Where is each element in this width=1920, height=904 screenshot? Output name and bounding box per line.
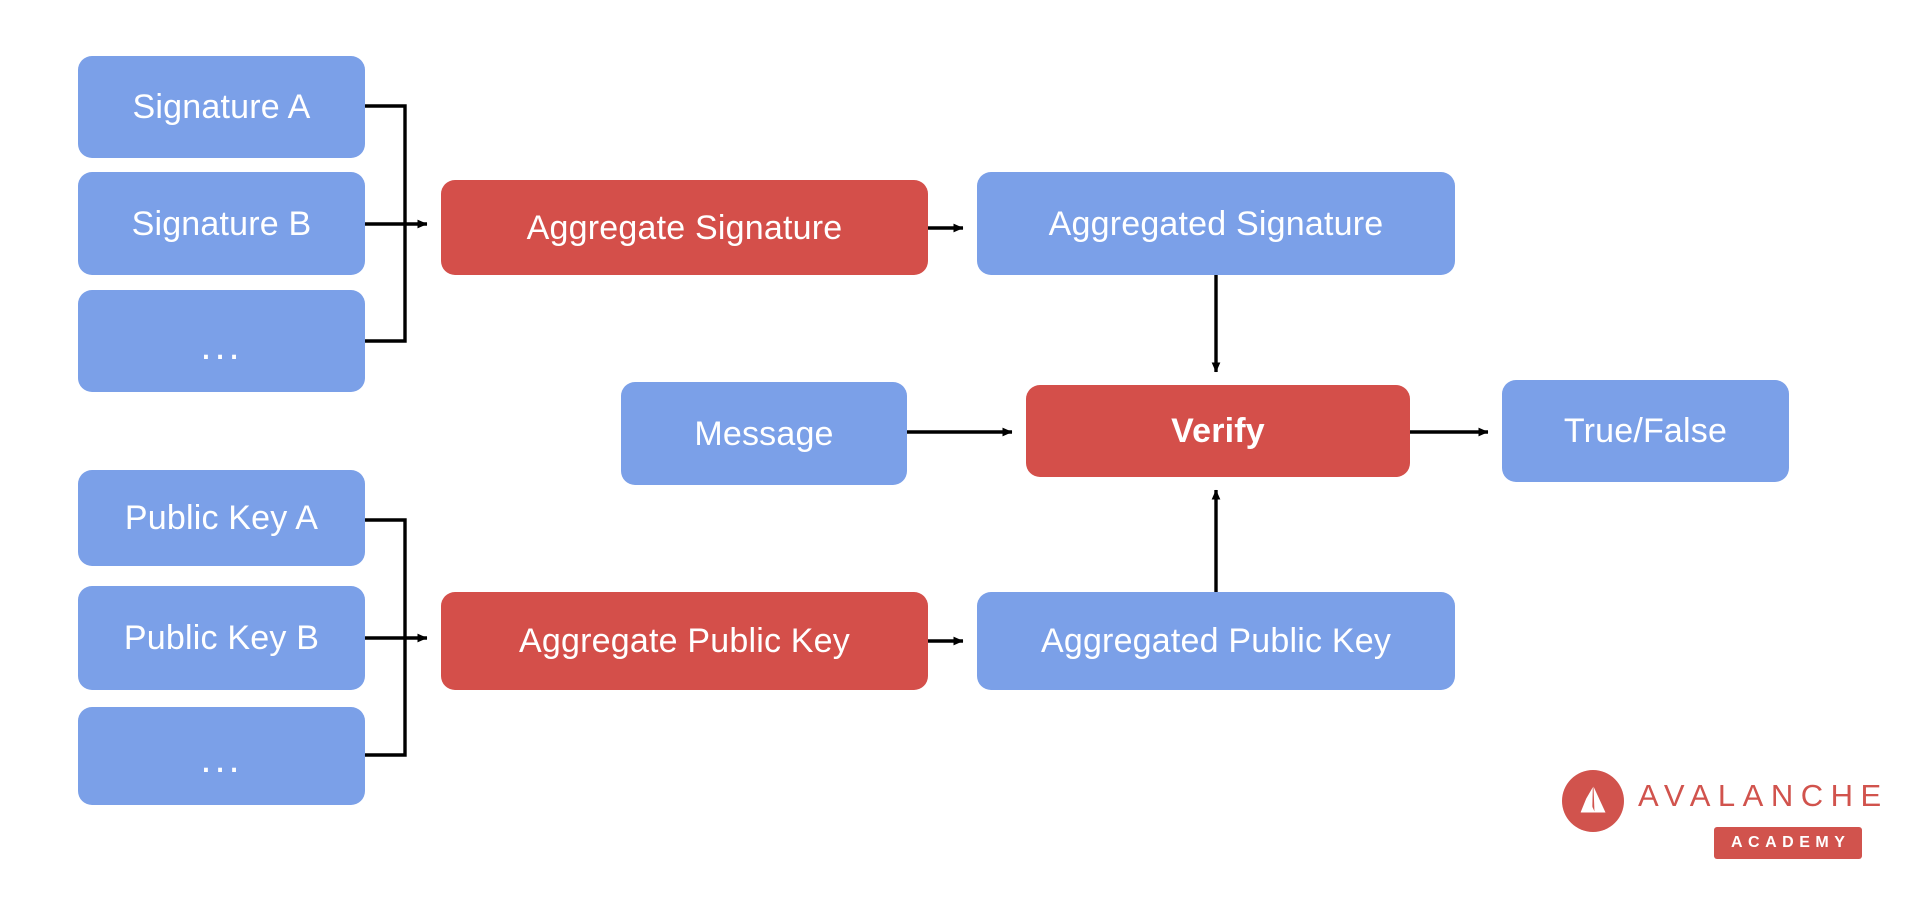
node-message[interactable]: Message — [621, 382, 907, 485]
node-signature-more[interactable]: ... — [78, 290, 365, 392]
node-message-label: Message — [694, 414, 834, 453]
avalanche-wordmark: AVALANCHE — [1638, 778, 1889, 813]
node-verify[interactable]: Verify — [1026, 385, 1410, 477]
node-signature-a[interactable]: Signature A — [78, 56, 365, 158]
avalanche-logo-mark — [1562, 770, 1624, 832]
node-signature-b[interactable]: Signature B — [78, 172, 365, 275]
node-aggregate-public-key[interactable]: Aggregate Public Key — [441, 592, 928, 690]
node-public-key-more[interactable]: ... — [78, 707, 365, 805]
node-verify-label: Verify — [1171, 412, 1265, 450]
node-signature-a-label: Signature A — [132, 88, 311, 126]
node-aggregate-signature-label: Aggregate Signature — [526, 208, 843, 247]
node-public-key-a[interactable]: Public Key A — [78, 470, 365, 566]
edge-public-key-bus — [365, 518, 407, 757]
node-aggregated-signature[interactable]: Aggregated Signature — [977, 172, 1455, 275]
node-aggregated-signature-label: Aggregated Signature — [1048, 204, 1384, 243]
academy-badge: ACADEMY — [1714, 827, 1863, 859]
node-public-key-b[interactable]: Public Key B — [78, 586, 365, 690]
node-public-key-more-label: ... — [200, 737, 243, 781]
node-aggregate-signature[interactable]: Aggregate Signature — [441, 180, 928, 275]
node-true-false[interactable]: True/False — [1502, 380, 1789, 482]
edge-signature-bus — [365, 104, 407, 343]
node-public-key-a-label: Public Key A — [124, 499, 319, 537]
node-public-key-b-label: Public Key B — [123, 619, 320, 657]
node-signature-more-label: ... — [200, 324, 243, 368]
node-aggregate-public-key-label: Aggregate Public Key — [519, 622, 850, 660]
avalanche-academy-logo: AVALANCHE ACADEMY — [1562, 770, 1884, 866]
node-signature-b-label: Signature B — [131, 204, 312, 243]
node-true-false-label: True/False — [1563, 412, 1728, 450]
node-aggregated-public-key[interactable]: Aggregated Public Key — [977, 592, 1455, 690]
node-aggregated-public-key-label: Aggregated Public Key — [1040, 622, 1392, 660]
